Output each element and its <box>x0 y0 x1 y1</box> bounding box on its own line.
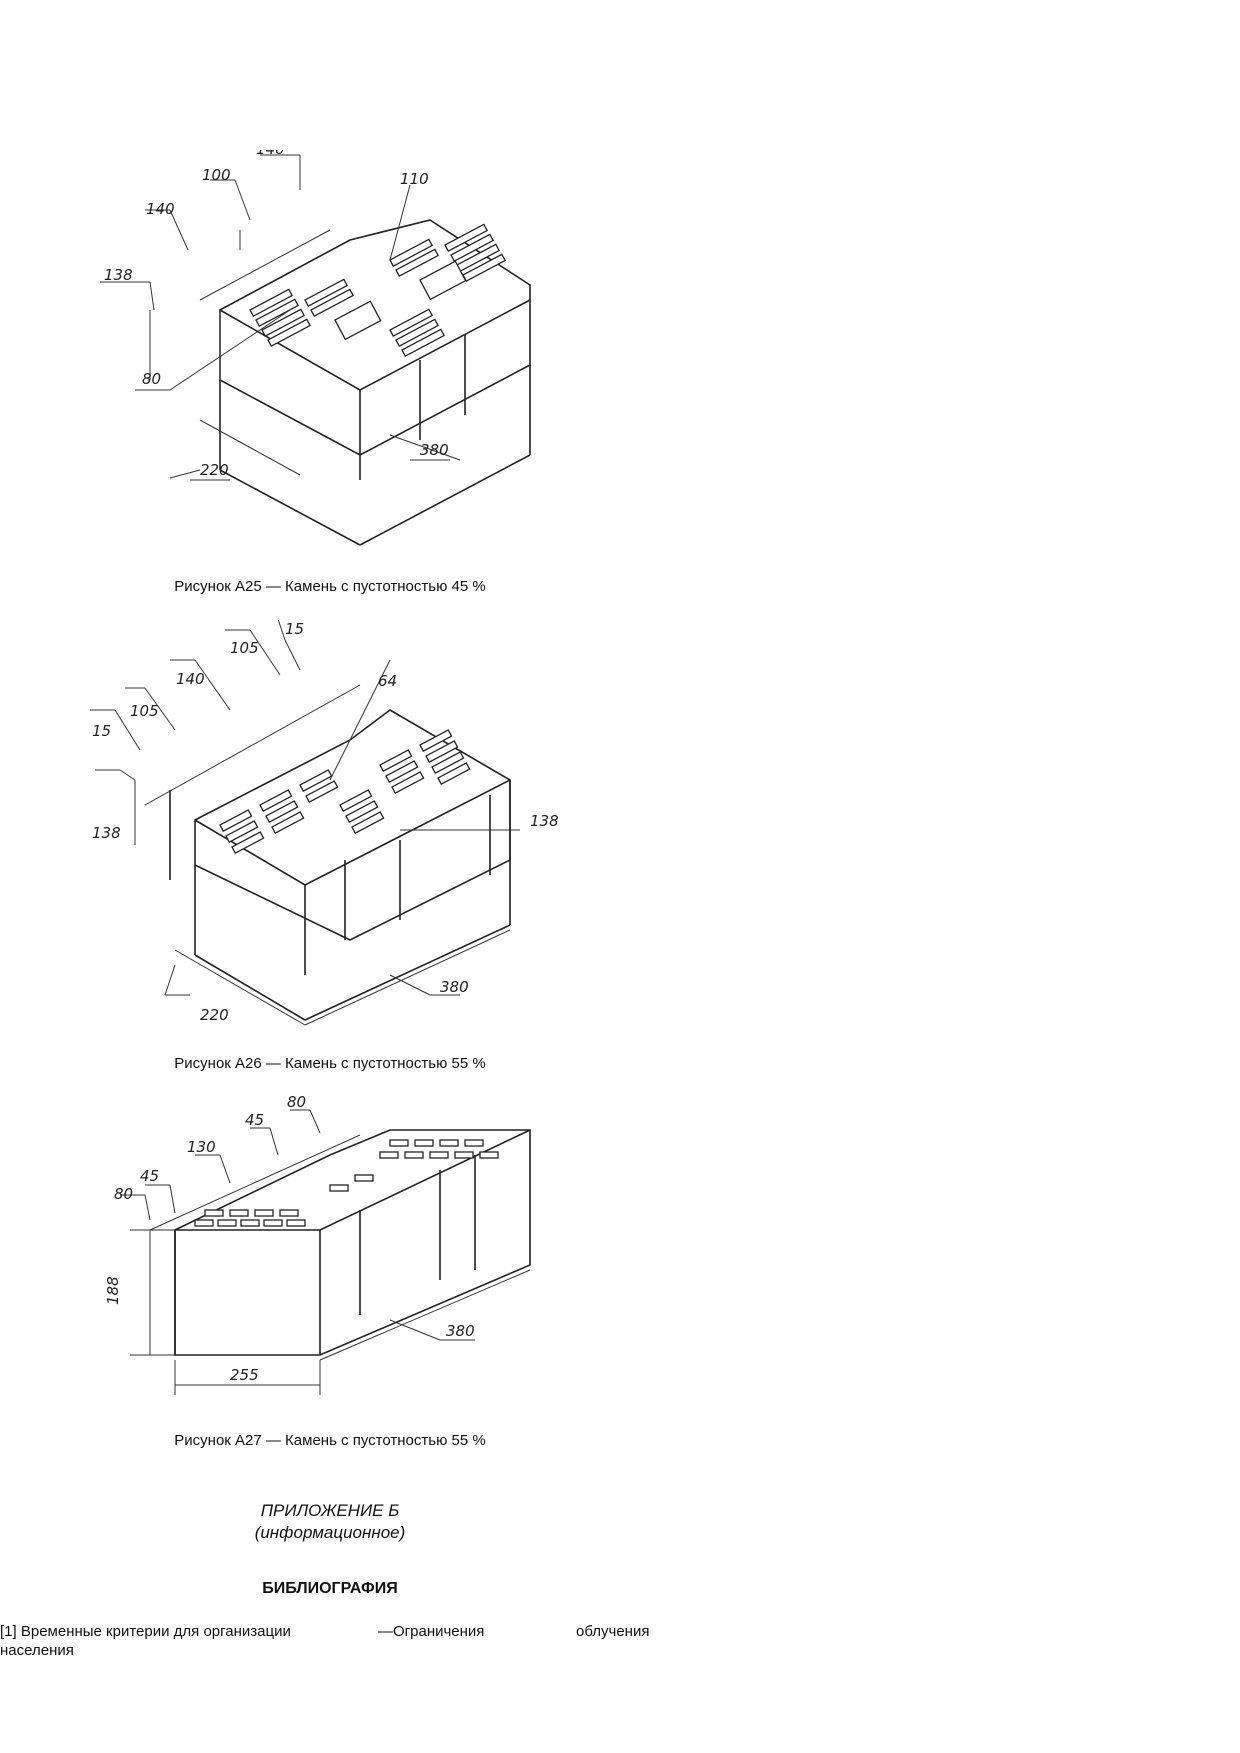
a27-dim-380: 380 <box>446 1322 475 1340</box>
a27-dim-255: 255 <box>230 1366 259 1384</box>
a25-dim-138: 138 <box>104 266 133 284</box>
a27-dim-130: 130 <box>187 1138 216 1156</box>
a27-dim-80-left: 80 <box>114 1185 133 1203</box>
bibliography-entry-1-part4: населения <box>0 1642 74 1659</box>
a25-dim-110: 110 <box>400 170 429 188</box>
figure-a27: 80 45 130 45 80 188 255 380 <box>90 1095 570 1405</box>
a27-dim-188: 188 <box>104 1276 122 1305</box>
a26-dim-138-left: 138 <box>92 824 121 842</box>
bibliography-heading: БИБЛИОГРАФИЯ <box>262 1580 398 1597</box>
a25-dim-80: 80 <box>142 370 161 388</box>
a26-dim-138-right: 138 <box>530 812 559 830</box>
a26-dim-105-top: 105 <box>230 639 259 657</box>
a26-dim-220: 220 <box>200 1006 229 1024</box>
bibliography-entry-1-part2: —Ограничения <box>378 1623 485 1640</box>
figure-a27-caption: Рисунок А27 — Камень с пустотностью 55 % <box>174 1432 486 1449</box>
bibliography-entry-1-part3: облучения <box>576 1623 650 1640</box>
figure-a26: 15 105 140 105 15 64 138 138 220 380 <box>90 620 570 1040</box>
appendix-type: (информационное) <box>254 1523 406 1542</box>
a25-dim-140-left: 140 <box>146 200 175 218</box>
figure-a25-caption: Рисунок А25 — Камень с пустотностью 45 % <box>174 578 486 595</box>
a27-dim-80-top: 80 <box>287 1095 306 1111</box>
a27-dim-45-top: 45 <box>245 1111 264 1129</box>
a26-dim-380: 380 <box>440 978 469 996</box>
figure-a27-drawing: 80 45 130 45 80 188 255 380 <box>104 1095 531 1395</box>
a26-dim-105-left: 105 <box>130 702 159 720</box>
figure-a26-drawing: 15 105 140 105 15 64 138 138 220 380 <box>90 620 559 1026</box>
a27-dim-45-left: 45 <box>140 1167 159 1185</box>
a25-dim-220: 220 <box>200 461 229 479</box>
figure-a25-drawing: 140 100 140 110 138 80 220 380 <box>100 150 531 546</box>
a26-dim-140: 140 <box>176 670 205 688</box>
a26-dim-15-top: 15 <box>285 620 304 638</box>
figure-a26-caption: Рисунок А26 — Камень с пустотностью 55 % <box>174 1055 486 1072</box>
figure-a25: 140 100 140 110 138 80 220 380 <box>90 150 570 550</box>
appendix-label: ПРИЛОЖЕНИЕ Б <box>260 1501 400 1520</box>
a25-dim-140-top: 140 <box>256 150 285 158</box>
a25-dim-380: 380 <box>420 441 449 459</box>
a26-dim-64: 64 <box>378 672 397 690</box>
a25-dim-100: 100 <box>202 166 231 184</box>
bibliography-entry-1-part1: [1] Временные критерии для организации <box>0 1623 291 1640</box>
a26-dim-15-left: 15 <box>92 722 111 740</box>
appendix-title: ПРИЛОЖЕНИЕ Б (информационное) <box>0 1500 660 1544</box>
